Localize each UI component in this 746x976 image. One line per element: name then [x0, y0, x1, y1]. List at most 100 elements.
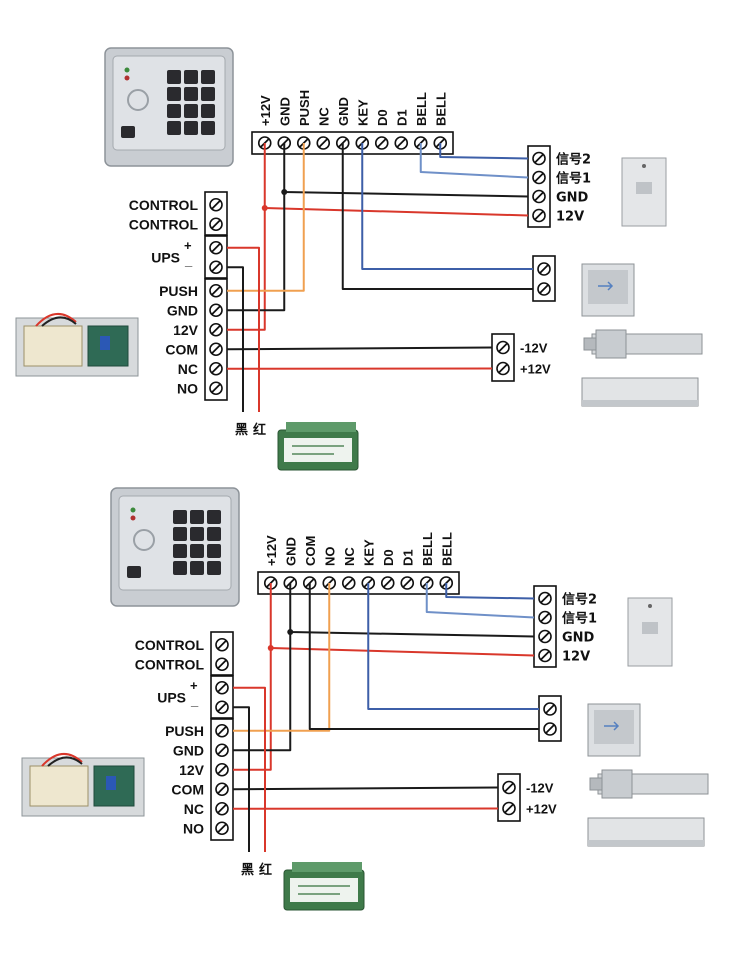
- keypad-terminal-label: KEY: [361, 539, 376, 566]
- keypad-key: [184, 70, 198, 84]
- battery-top: [286, 422, 356, 432]
- screw-slot: [534, 172, 544, 183]
- led-icon: [124, 67, 130, 73]
- led-icon: [130, 515, 136, 521]
- terminal-screw: [538, 610, 552, 625]
- bell-terminal-strip: [527, 145, 551, 228]
- screw-slot: [540, 650, 550, 661]
- battery-icon: [283, 862, 365, 911]
- keypad-key: [201, 70, 215, 84]
- keypad-key: [184, 121, 198, 135]
- bolt-lock-icon: [583, 329, 703, 359]
- keypad-key: [201, 104, 215, 118]
- power-wire: [227, 208, 266, 331]
- bolt-lock-icon: [589, 769, 709, 799]
- battery-icon: [277, 422, 359, 471]
- psu-lead: [47, 756, 83, 767]
- doorbell-button: [636, 182, 652, 194]
- bolt-head: [595, 329, 627, 359]
- power-terminal-label: PUSH: [159, 283, 198, 299]
- screw-slot: [534, 210, 544, 221]
- screw-slot: [377, 138, 387, 148]
- screw-slot: [211, 344, 221, 354]
- keypad-key: [190, 527, 204, 541]
- terminal-screw: [215, 801, 229, 816]
- screw-slot: [540, 631, 550, 642]
- terminal-screw: [209, 303, 223, 318]
- ups-minus-label: _: [184, 253, 193, 268]
- keypad-key: [201, 87, 215, 101]
- lock-terminal-label: -12V: [520, 341, 548, 356]
- led-icon: [130, 507, 136, 513]
- screw-slot: [545, 704, 555, 714]
- bell-wire: [419, 143, 529, 179]
- terminal-screw: [215, 700, 229, 715]
- screw-slot: [217, 804, 227, 814]
- terminal-screw: [215, 782, 229, 797]
- gnd-wire: [233, 632, 292, 752]
- terminal-screw: [209, 240, 223, 255]
- screw-slot: [318, 138, 328, 148]
- screw-slot: [402, 578, 412, 588]
- terminal-screw: [209, 361, 223, 376]
- screw-slot: [211, 262, 221, 272]
- keypad-key: [207, 510, 221, 524]
- terminal-screw: [537, 282, 551, 296]
- terminal-screw: [215, 743, 229, 758]
- keypad-terminal-label: GND: [336, 97, 351, 126]
- exit-wire: [367, 583, 539, 710]
- keypad-terminal-label: PUSH: [297, 90, 312, 126]
- keypad-terminal-label: NO: [322, 547, 337, 567]
- keypad-key: [201, 121, 215, 135]
- power-terminal-label: 12V: [173, 322, 199, 338]
- maglock-base: [588, 840, 704, 846]
- screw-slot: [540, 612, 550, 623]
- ups-minus-label: _: [190, 693, 199, 708]
- lock-wire: [226, 346, 493, 351]
- battery-wire: [233, 706, 250, 852]
- ups-label: UPS: [157, 690, 186, 706]
- terminal-screw: [209, 197, 223, 212]
- terminal-screw: [215, 637, 229, 652]
- lock-terminal-label: -12V: [526, 781, 554, 796]
- doorbell-icon: [627, 597, 673, 667]
- psu-lead: [41, 753, 83, 767]
- keypad-key: [173, 544, 187, 558]
- magnetic-lock-icon: [581, 377, 699, 407]
- power-supply-icon: [21, 753, 145, 817]
- power-terminal-label: COM: [171, 781, 204, 797]
- keypad-terminal-label: GND: [283, 537, 298, 566]
- exit-arrow: [598, 281, 614, 291]
- screw-slot: [211, 383, 221, 393]
- battery-wire: [233, 686, 266, 852]
- bell-wire: [445, 583, 535, 600]
- keypad-terminal-label: D0: [381, 549, 396, 566]
- terminal-screw: [496, 361, 510, 376]
- keypad-terminal-label: D1: [400, 549, 415, 566]
- lock-terminal-strip: [491, 333, 515, 382]
- terminal-screw: [209, 381, 223, 396]
- terminal-screw: [374, 136, 389, 150]
- screw-slot: [217, 683, 227, 693]
- keypad-terminal-label: NC: [316, 107, 331, 126]
- keypad-icon: [104, 47, 234, 167]
- keypad-key: [207, 544, 221, 558]
- psu-lead: [35, 313, 77, 327]
- card-reader-icon: [127, 89, 149, 111]
- terminal-screw: [209, 342, 223, 357]
- ups-plus-label: +: [184, 238, 192, 253]
- exit-terminal-strip: [538, 695, 562, 742]
- bolt-head: [601, 769, 633, 799]
- terminal-screw: [215, 762, 229, 777]
- doorbell-screw: [648, 604, 652, 608]
- keypad-terminal-label: BELL: [433, 92, 448, 126]
- screw-slot: [211, 305, 221, 315]
- power-supply-icon: [15, 313, 139, 377]
- terminal-screw: [538, 648, 552, 663]
- power-terminal-label: PUSH: [165, 723, 204, 739]
- power-terminal-label: COM: [165, 341, 198, 357]
- power-terminal-label: GND: [167, 302, 198, 318]
- lock-wire: [232, 786, 499, 791]
- terminal-screw: [532, 208, 546, 223]
